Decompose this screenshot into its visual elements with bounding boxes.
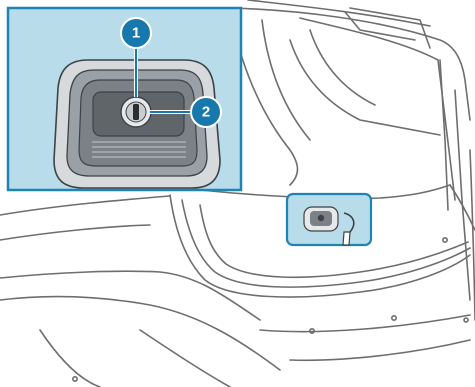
detail-inset: 1 2: [8, 8, 241, 190]
callout-2: 2: [191, 97, 221, 127]
callout-2-number: 2: [202, 104, 210, 121]
lock-keyhole-icon: [121, 97, 151, 127]
socket-locator-highlight: [287, 194, 371, 245]
callout-1-number: 1: [132, 25, 140, 42]
callout-1: 1: [121, 18, 151, 48]
tie-down-socket-icon: [304, 207, 338, 231]
